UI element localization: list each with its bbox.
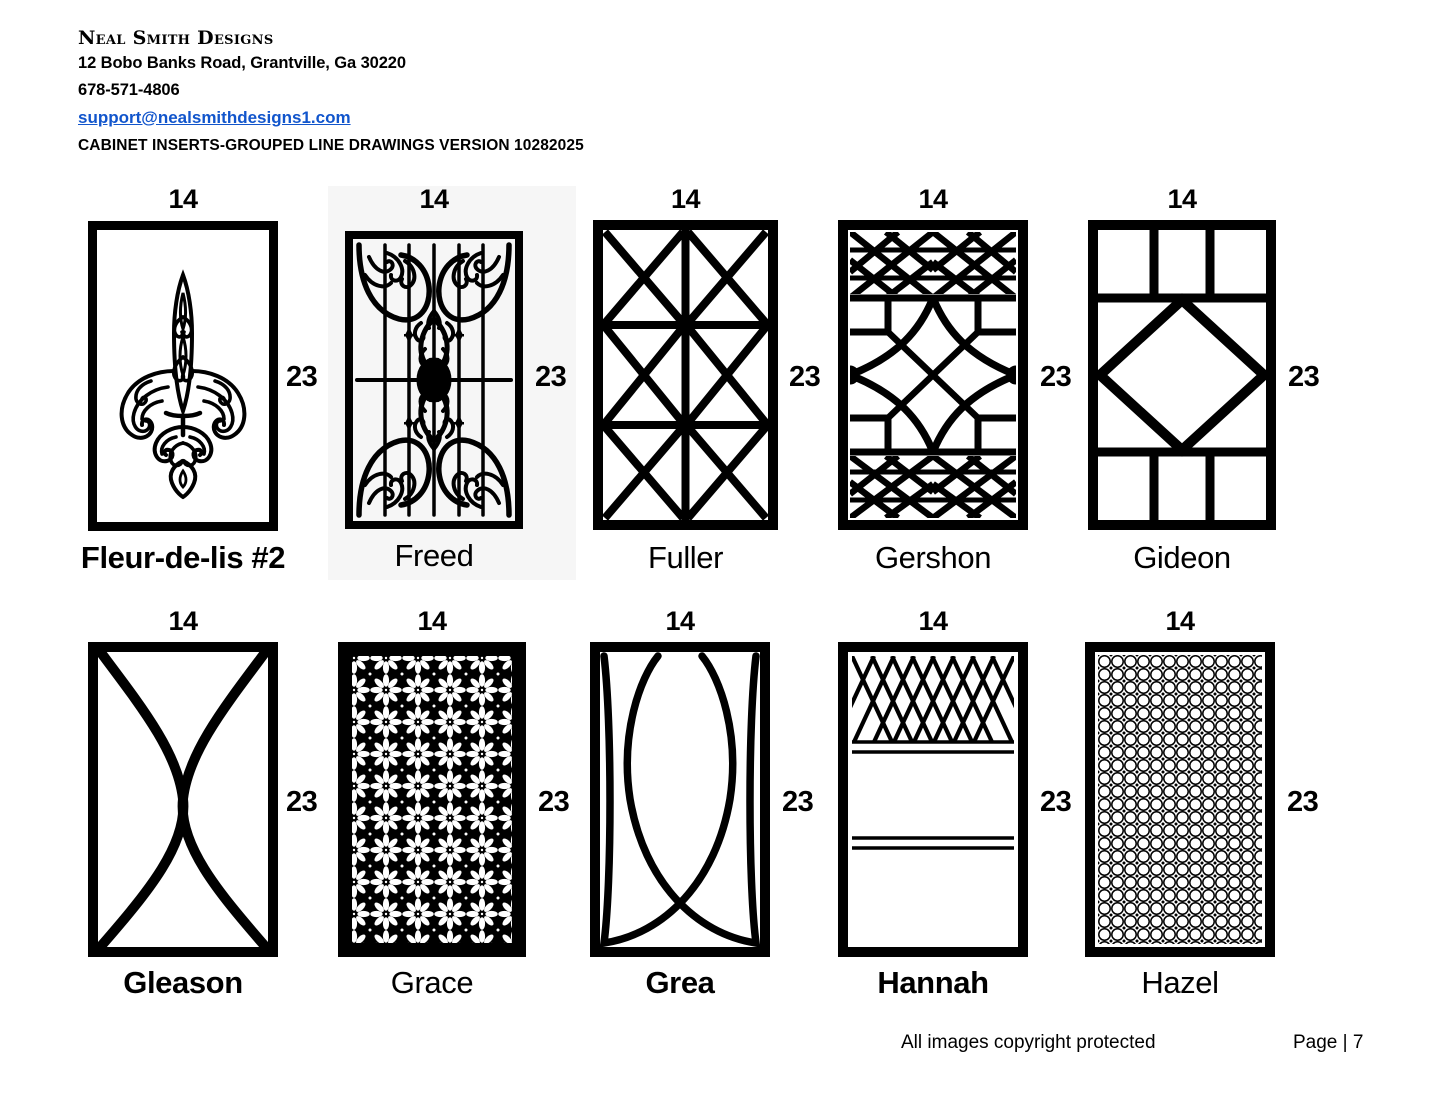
design-card-hannah[interactable]: 14 23 [838, 606, 1072, 1010]
design-drawing-gideon[interactable] [1088, 220, 1276, 530]
dimension-width-label: 14 [918, 606, 948, 636]
design-drawing-freed[interactable] [345, 231, 523, 529]
dimension-height-label: 23 [1287, 786, 1319, 818]
dimension-width-label: 14 [1165, 606, 1195, 636]
design-name-gideon: Gideon [1133, 540, 1231, 575]
design-name-gleason: Gleason [123, 965, 243, 1000]
dimension-width-label: 14 [419, 184, 449, 214]
dimension-height-label: 23 [1040, 786, 1072, 818]
design-card-gershon[interactable]: 14 23 [838, 184, 1072, 588]
design-drawing-hazel[interactable] [1085, 642, 1275, 957]
freed-highlight-panel [328, 186, 576, 580]
dimension-height-label: 23 [286, 786, 318, 818]
dimension-height-label: 23 [286, 361, 318, 393]
design-drawing-gershon[interactable] [838, 220, 1028, 530]
dimension-height-label: 23 [1288, 361, 1320, 393]
design-drawing-grea[interactable] [590, 642, 770, 957]
catalog-version-title: CABINET INSERTS-GROUPED LINE DRAWINGS VE… [78, 137, 584, 155]
design-name-grace: Grace [390, 965, 474, 1000]
page-number: Page | 7 [1293, 1032, 1364, 1053]
dimension-height-label: 23 [535, 361, 567, 393]
company-phone: 678-571-4806 [78, 81, 180, 100]
document-header: Neal Smith Designs 12 Bobo Banks Road, G… [78, 26, 584, 158]
company-email-link[interactable]: support@nealsmithdesigns1.com [78, 107, 351, 127]
design-card-gideon[interactable]: 14 23 Gideon [1088, 184, 1320, 588]
dimension-width-label: 14 [168, 184, 198, 214]
document-footer: All images copyright protected Page | 7 [0, 1032, 1445, 1072]
design-name-freed: Freed [394, 538, 474, 573]
dimension-height-label: 23 [789, 361, 821, 393]
company-name: Neal Smith Designs [78, 27, 274, 49]
design-name-hannah: Hannah [877, 965, 989, 1000]
company-address: 12 Bobo Banks Road, Grantville, Ga 30220 [78, 54, 406, 73]
design-drawing-grace[interactable] [338, 642, 526, 957]
dimension-width-label: 14 [918, 184, 948, 214]
design-drawing-hannah[interactable] [838, 642, 1028, 957]
design-card-fleur-de-lis-2[interactable]: 14 23 [81, 184, 318, 588]
design-drawing-fuller[interactable] [593, 220, 778, 530]
design-card-grea[interactable]: 14 23 Grea [590, 606, 814, 1010]
copyright-notice: All images copyright protected [901, 1032, 1156, 1053]
design-drawing-fleur-de-lis-2[interactable] [88, 221, 278, 531]
design-name-gershon: Gershon [874, 540, 992, 575]
dimension-height-label: 23 [1040, 361, 1072, 393]
dimension-width-label: 14 [670, 184, 701, 214]
design-drawing-gleason[interactable] [88, 642, 278, 957]
design-card-freed[interactable]: 14 23 [345, 184, 567, 588]
design-card-hazel[interactable]: 14 23 [1085, 606, 1319, 1010]
design-card-gleason[interactable]: 14 23 Gleason [88, 606, 318, 1010]
dimension-width-label: 14 [168, 606, 198, 636]
dimension-width-label: 14 [417, 606, 447, 636]
design-name-grea: Grea [645, 965, 715, 1000]
dimension-height-label: 23 [782, 786, 814, 818]
design-name-fleur-de-lis-2: Fleur-de-lis #2 [80, 540, 286, 575]
design-name-fuller: Fuller [647, 540, 724, 575]
design-card-grace[interactable]: 14 23 [338, 606, 570, 1010]
design-name-hazel: Hazel [1141, 965, 1219, 1000]
design-card-fuller[interactable]: 14 23 [593, 184, 821, 588]
dimension-width-label: 14 [665, 606, 695, 636]
dimension-height-label: 23 [538, 786, 570, 818]
dimension-width-label: 14 [1167, 184, 1197, 214]
